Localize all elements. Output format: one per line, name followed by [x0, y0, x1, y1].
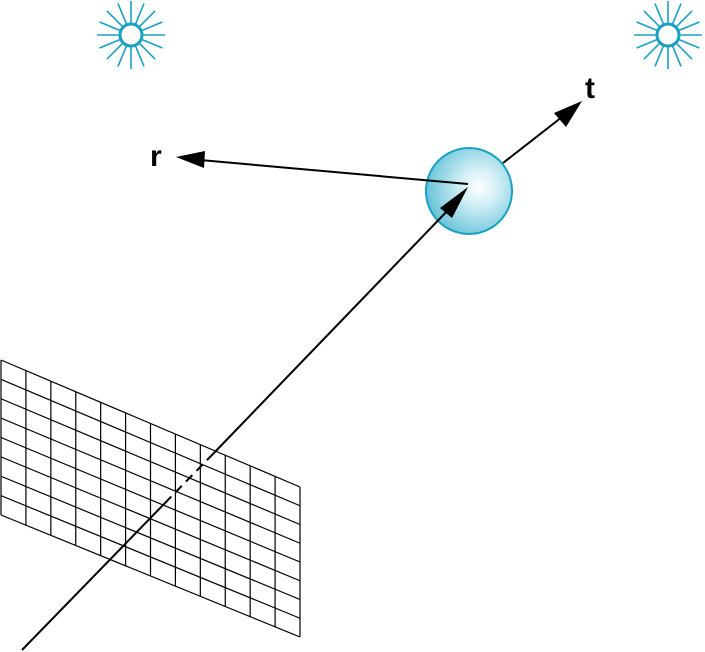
sphere-object [425, 147, 513, 235]
light-ray [99, 38, 121, 49]
grid-row-line [0, 398, 301, 526]
light-ray [675, 10, 693, 28]
reflected-ray-label: r [150, 140, 162, 173]
primary-ray-dashed [164, 454, 213, 504]
light-ray [643, 10, 661, 28]
primary-ray-lower [21, 502, 166, 651]
grid-row-line [0, 495, 301, 619]
grid-row-line [0, 417, 301, 544]
image-plane-grid [0, 359, 301, 638]
reflected-ray [199, 159, 469, 185]
light-ray [117, 45, 128, 67]
light-ray [138, 10, 156, 28]
light-ray [671, 45, 682, 67]
light-ray [106, 10, 124, 28]
light-ray [117, 3, 128, 25]
reflected-ray-arrowhead [176, 151, 205, 168]
light-ray [636, 21, 658, 32]
light-source-icon [634, 1, 702, 69]
light-source-icon [97, 1, 165, 69]
light-ray [106, 42, 124, 60]
light-core [118, 22, 144, 48]
light-ray [675, 42, 693, 60]
light-core [655, 22, 681, 48]
transmitted-ray-label: t [585, 72, 595, 105]
light-ray [671, 3, 682, 25]
grid-row-line [0, 378, 301, 507]
grid-row-line [0, 514, 301, 638]
transmitted-ray [502, 116, 563, 164]
light-ray [134, 45, 145, 67]
light-ray [99, 21, 121, 32]
light-ray [138, 42, 156, 60]
primary-ray-upper [211, 205, 453, 456]
light-ray [678, 21, 700, 32]
light-ray [141, 21, 163, 32]
light-ray [134, 3, 145, 25]
transmitted-ray-arrowhead [554, 101, 582, 127]
grid-row-line [0, 436, 301, 563]
light-ray [654, 3, 665, 25]
grid-row-line [0, 475, 301, 601]
light-ray [678, 38, 700, 49]
light-ray [636, 38, 658, 49]
grid-row-line [0, 359, 301, 488]
primary-ray-arrowhead [440, 187, 468, 218]
light-ray [654, 45, 665, 67]
light-ray [141, 38, 163, 49]
light-ray [643, 42, 661, 60]
